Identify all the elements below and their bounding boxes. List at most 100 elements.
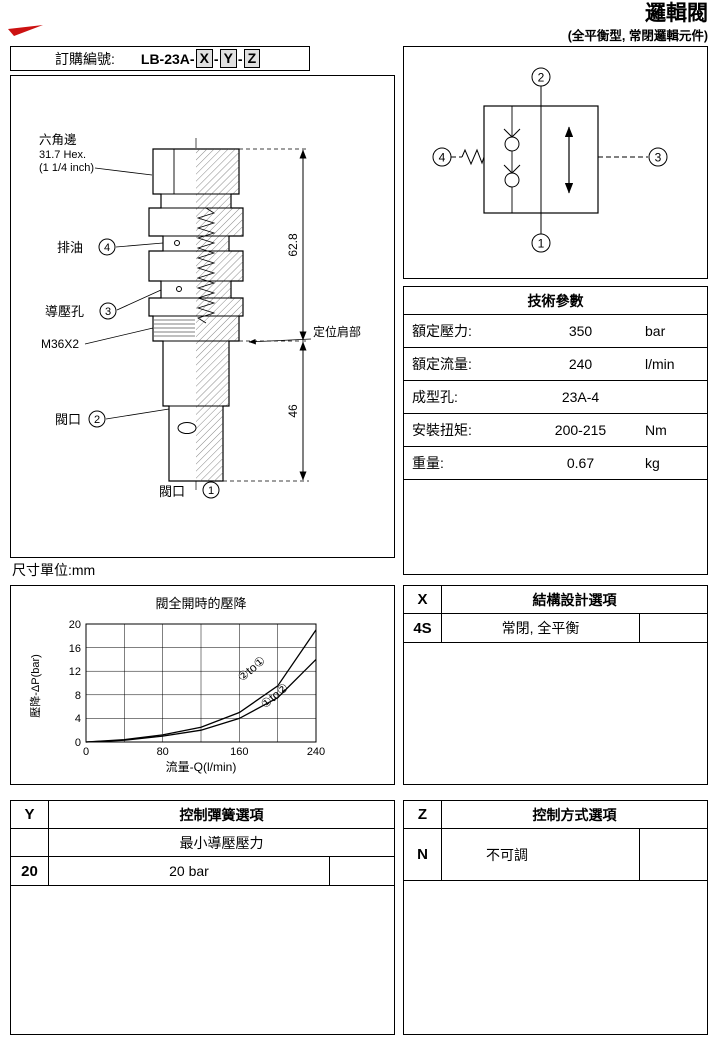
option-row: 4S 常閉, 全平衡 [404, 614, 707, 643]
internal-spring [196, 207, 216, 324]
option-code: N [404, 829, 442, 880]
chart-grid [86, 624, 316, 742]
dim-46: 46 [286, 404, 300, 418]
schematic-port2-number: 2 [538, 71, 545, 85]
options-y-header: Y 控制彈簧選項 [11, 801, 394, 829]
order-number-label: 訂購編號: [55, 50, 115, 67]
option-extra-cell [639, 829, 707, 880]
option-extra-cell [329, 857, 394, 885]
table-row: 額定壓力: 350 bar [404, 315, 707, 348]
page-title: 邏輯閥 [645, 2, 708, 25]
options-x-panel: X 結構設計選項 4S 常閉, 全平衡 [403, 585, 708, 785]
order-code-sep2: - [237, 50, 243, 67]
page-header: 邏輯閥 (全平衡型, 常閉邏輯元件) [568, 2, 708, 44]
dim-62-8: 62.8 [286, 233, 300, 257]
option-description: 不可調 [486, 847, 528, 863]
port2-label: 閥口 [55, 412, 81, 427]
shoulder-label: 定位肩部 [313, 324, 361, 339]
table-row: 重量: 0.67 kg [404, 447, 707, 480]
option-extra-cell [639, 614, 707, 642]
curve-label-2to1: ②to① [235, 653, 268, 684]
param-value: 0.67 [566, 455, 595, 471]
svg-text:0: 0 [83, 746, 89, 758]
order-code-prefix: LB-23A- [140, 50, 195, 67]
port2-leader [105, 408, 170, 420]
param-label: 重量: [412, 455, 444, 471]
option-row: 20 20 bar [11, 857, 394, 886]
pressure-drop-chart: 閥全開時的壓降 ②to① ①to② 20 16 12 8 4 0 [28, 596, 325, 774]
brand-logo-icon [8, 25, 43, 36]
hex-leader [94, 167, 153, 176]
curve-1-to-2 [85, 658, 317, 743]
svg-text:240: 240 [307, 746, 325, 758]
param-label: 額定壓力: [412, 323, 472, 339]
port4-circle [98, 238, 116, 256]
section-boundaries [149, 193, 243, 407]
port2-circle [88, 410, 106, 428]
options-y-subheader: 最小導壓壓力 [11, 829, 394, 857]
check-ball-1 [504, 136, 520, 152]
drain-hole [174, 240, 180, 246]
port1-label: 閥口 [159, 484, 185, 499]
x-axis-label: 流量-Q(l/min) [166, 760, 237, 774]
schematic-port3-number: 3 [655, 151, 662, 165]
thread-label: M36X2 [41, 337, 79, 351]
options-z-title: 控制方式選項 [532, 807, 617, 823]
options-y-key: Y [11, 801, 49, 828]
options-x-header: X 結構設計選項 [404, 586, 707, 614]
curve-label-1to2: ①to② [258, 680, 291, 711]
svg-text:80: 80 [157, 746, 169, 758]
param-unit: kg [645, 455, 660, 471]
thread-leader [84, 327, 154, 345]
param-value: 200-215 [554, 422, 607, 438]
table-row: 安裝扭矩: 200-215 Nm [404, 414, 707, 447]
svg-text:12: 12 [69, 666, 81, 678]
port1-circle [202, 481, 220, 499]
table-row: 成型孔: 23A-4 [404, 381, 707, 414]
svg-text:4: 4 [75, 713, 81, 725]
param-label: 額定流量: [412, 356, 472, 372]
valve-drawing-panel: 62.8 46 定位肩部 六角邊 31.7 Hex. (1 1/4 inch) … [10, 75, 395, 558]
y-axis-label: 壓降-ΔP(bar) [28, 654, 42, 718]
option-description: 常閉, 全平衡 [501, 620, 580, 636]
x-tick-labels: 0 80 160 240 [83, 746, 325, 758]
port2-number: 2 [94, 414, 100, 426]
options-x-title: 結構設計選項 [532, 592, 617, 608]
svg-text:20: 20 [69, 619, 81, 631]
options-y-title: 控制彈簧選項 [179, 807, 264, 823]
option-code: 4S [404, 614, 442, 642]
param-value: 23A-4 [561, 389, 600, 405]
thread-lines [154, 319, 195, 337]
order-code: LB-23A- X - Y - Z [141, 49, 261, 68]
option-row: N 不可調 [404, 829, 707, 881]
param-label: 成型孔: [412, 389, 458, 405]
pilot-leader [116, 289, 162, 311]
dimension-unit-note: 尺寸單位:mm [12, 562, 96, 578]
param-value: 240 [568, 356, 593, 372]
port4-number: 4 [104, 242, 110, 254]
tech-parameters-title: 技術參數 [404, 287, 707, 315]
spring-icon [461, 148, 485, 166]
options-y-subkey-cell [11, 829, 49, 856]
schematic-panel: 2 1 3 4 [403, 46, 708, 279]
tech-parameters-panel: 技術參數 額定壓力: 350 bar 額定流量: 240 l/min 成型孔: … [403, 286, 708, 575]
param-unit: bar [645, 323, 666, 339]
section-hatch [196, 149, 243, 481]
order-code-x: X [195, 49, 213, 68]
pilot-label: 導壓孔 [45, 304, 84, 319]
drain-leader [115, 242, 164, 248]
schematic-port4-circle [432, 147, 452, 167]
port3-number: 3 [105, 306, 111, 318]
svg-text:160: 160 [230, 746, 248, 758]
hydraulic-symbol: 2 1 3 4 [432, 67, 668, 253]
schematic-port1-circle [531, 233, 551, 253]
schematic-port2-circle [531, 67, 551, 87]
svg-text:16: 16 [69, 643, 81, 655]
options-y-subtitle: 最小導壓壓力 [179, 835, 264, 851]
drain-label: 排油 [57, 240, 83, 255]
options-z-panel: Z 控制方式選項 N 不可調 [403, 800, 708, 1035]
page-subtitle: (全平衡型, 常閉邏輯元件) [567, 29, 708, 43]
param-value: 350 [568, 323, 593, 339]
order-code-z: Z [243, 49, 261, 68]
schematic-port3-circle [648, 147, 668, 167]
